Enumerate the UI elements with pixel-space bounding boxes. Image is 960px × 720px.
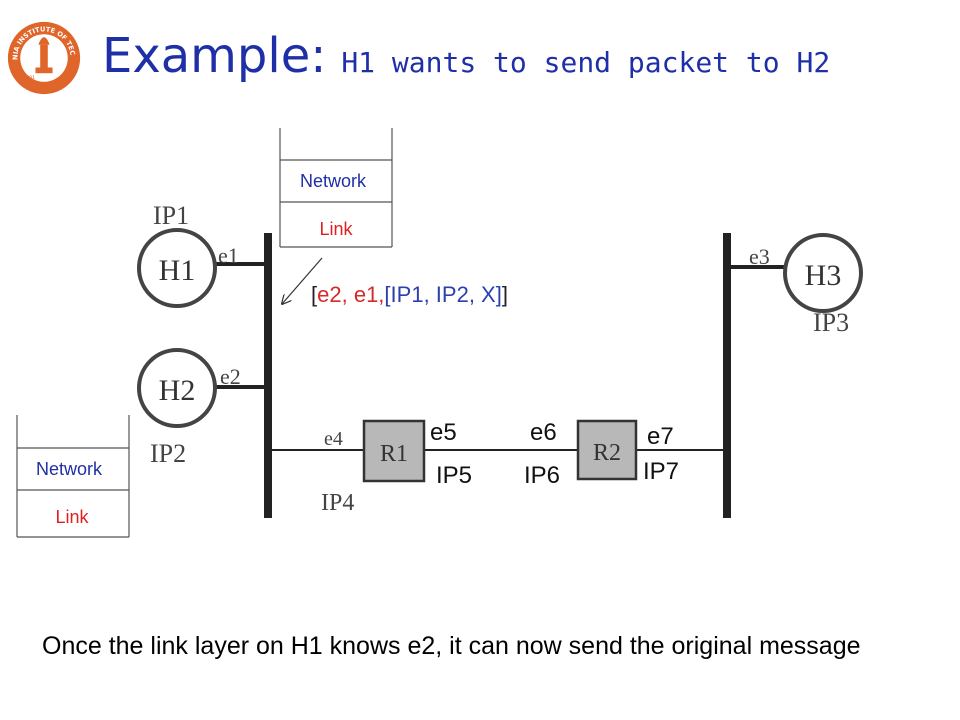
slide-title: Example: H1 wants to send packet to H2	[102, 28, 830, 84]
router-ip: IP5	[436, 462, 472, 489]
frame-label: [e2, e1,[IP1, IP2, X]]	[311, 282, 508, 307]
router-r1: R1 e4 e5 IP4 IP5	[321, 419, 472, 516]
router-ip: IP4	[321, 490, 354, 516]
protocol-stack-left: Network Link	[16, 415, 130, 538]
torch-handle-icon	[40, 44, 48, 70]
router-iface: e6	[530, 419, 557, 446]
network-layer-label: Network	[300, 171, 367, 191]
right-bus	[723, 233, 731, 518]
logo-year: 1891	[23, 75, 35, 81]
slide-title-main: Example:	[102, 28, 327, 84]
host-ip: IP3	[813, 308, 849, 337]
host-iface: e3	[749, 244, 770, 269]
link-layer-label: Link	[319, 219, 353, 239]
host-label: H2	[159, 374, 196, 407]
protocol-stack-top: Network Link	[279, 128, 393, 248]
caltech-logo: CALIFORNIA INSTITUTE OF TECHNOLOGY 1891	[6, 20, 81, 95]
router-r2: R2 e6 e7 IP6 IP7	[524, 419, 679, 489]
host-h3: H3 IP3 e3	[749, 233, 863, 337]
host-h1: H1 IP1 e1	[137, 201, 239, 308]
torch-flame-icon	[38, 37, 50, 45]
network-layer-label: Network	[36, 459, 103, 479]
router-iface: e7	[647, 423, 674, 450]
router-ip: IP7	[643, 458, 679, 485]
left-bus	[264, 233, 272, 518]
router-label: R2	[593, 440, 621, 466]
router-iface: e5	[430, 419, 457, 446]
torch-base-icon	[35, 67, 53, 74]
host-label: H3	[805, 259, 842, 292]
link-layer-label: Link	[55, 507, 89, 527]
host-iface: e1	[218, 243, 239, 268]
slide-body-text: Once the link layer on H1 knows e2, it c…	[42, 632, 861, 660]
router-ip: IP6	[524, 462, 560, 489]
host-label: H1	[159, 254, 196, 287]
host-ip: IP2	[150, 439, 186, 468]
router-label: R1	[380, 441, 408, 467]
pointer-arrow	[282, 257, 323, 304]
host-h2: H2 IP2 e2	[137, 348, 241, 468]
host-iface: e2	[220, 364, 241, 389]
router-iface: e4	[324, 428, 343, 450]
slide-title-sub: H1 wants to send packet to H2	[341, 46, 831, 79]
host-ip: IP1	[153, 201, 189, 230]
